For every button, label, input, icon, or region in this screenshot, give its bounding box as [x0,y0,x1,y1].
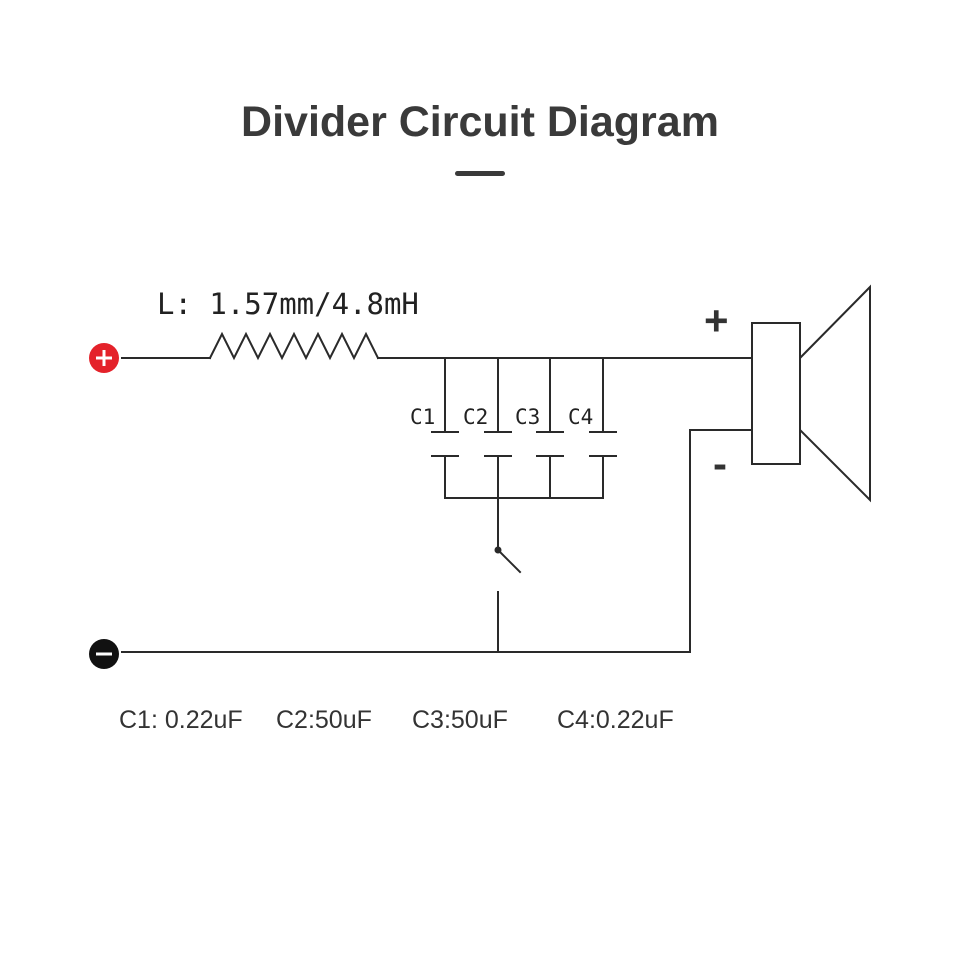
c2-label: C2 [463,405,488,429]
speaker-cone [799,284,871,503]
switch-pivot [494,546,502,554]
speaker-magnet [751,322,801,465]
page-title: Divider Circuit Diagram [241,98,719,146]
c4-value-label: C4:0.22uF [557,706,674,734]
negative-terminal-icon [89,639,119,669]
c1-label: C1 [410,405,435,429]
c1-value-label: C1: 0.22uF [119,706,243,734]
switch-blade [496,548,522,574]
c4-label: C4 [568,405,593,429]
title-underline [455,171,505,176]
c3-value-label: C3:50uF [412,706,508,734]
positive-terminal-icon [89,343,119,373]
c3-label: C3 [515,405,540,429]
speaker-minus-label: - [713,440,727,487]
speaker-plus-label: + [704,297,729,344]
inductor-label: L: 1.57mm/4.8mH [157,287,419,321]
inductor-coil [208,331,380,361]
c2-value-label: C2:50uF [276,706,372,734]
